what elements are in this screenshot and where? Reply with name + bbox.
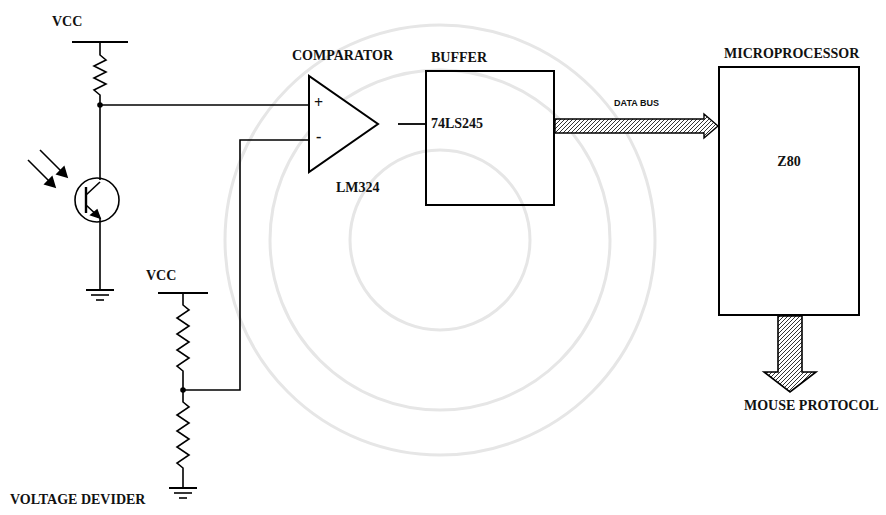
supply-label: VCC [52, 14, 82, 30]
comparator-node: COMPARATOR LM324 [292, 48, 422, 206]
heading-text: BUFFER [431, 50, 487, 66]
signal-wire [398, 124, 425, 125]
supply-label: VCC [146, 268, 176, 284]
heading-text: MICROPROCESSOR [724, 46, 859, 62]
junction-dot [98, 103, 102, 107]
wire [183, 140, 308, 390]
data-bus-arrow [555, 114, 718, 138]
ground-symbol [169, 488, 197, 498]
output-arrow [764, 316, 816, 392]
resistor-symbol [177, 390, 189, 488]
resistor-symbol [177, 293, 189, 390]
caption-label: MOUSE PROTOCOL [744, 398, 879, 414]
part-text: LM324 [336, 180, 380, 196]
block-box: MICROPROCESSORZ80 [718, 66, 860, 316]
part-text: Z80 [777, 154, 800, 170]
wire [99, 105, 101, 180]
heading-text: COMPARATOR [292, 48, 393, 64]
block-box: BUFFER74LS245 [425, 70, 555, 206]
light-arrows [28, 150, 67, 187]
phototransistor-symbol [75, 178, 119, 300]
watermark-seal [225, 25, 655, 455]
resistor-symbol [94, 42, 106, 105]
input-sign: + [314, 94, 323, 112]
input-sign: - [316, 128, 321, 146]
caption-label: VOLTAGE DEVIDER [10, 492, 145, 508]
comparator-triangle [308, 74, 398, 174]
part-text: 74LS245 [431, 116, 483, 132]
wire [100, 104, 308, 106]
bus-label: DATA BUS [614, 98, 659, 108]
